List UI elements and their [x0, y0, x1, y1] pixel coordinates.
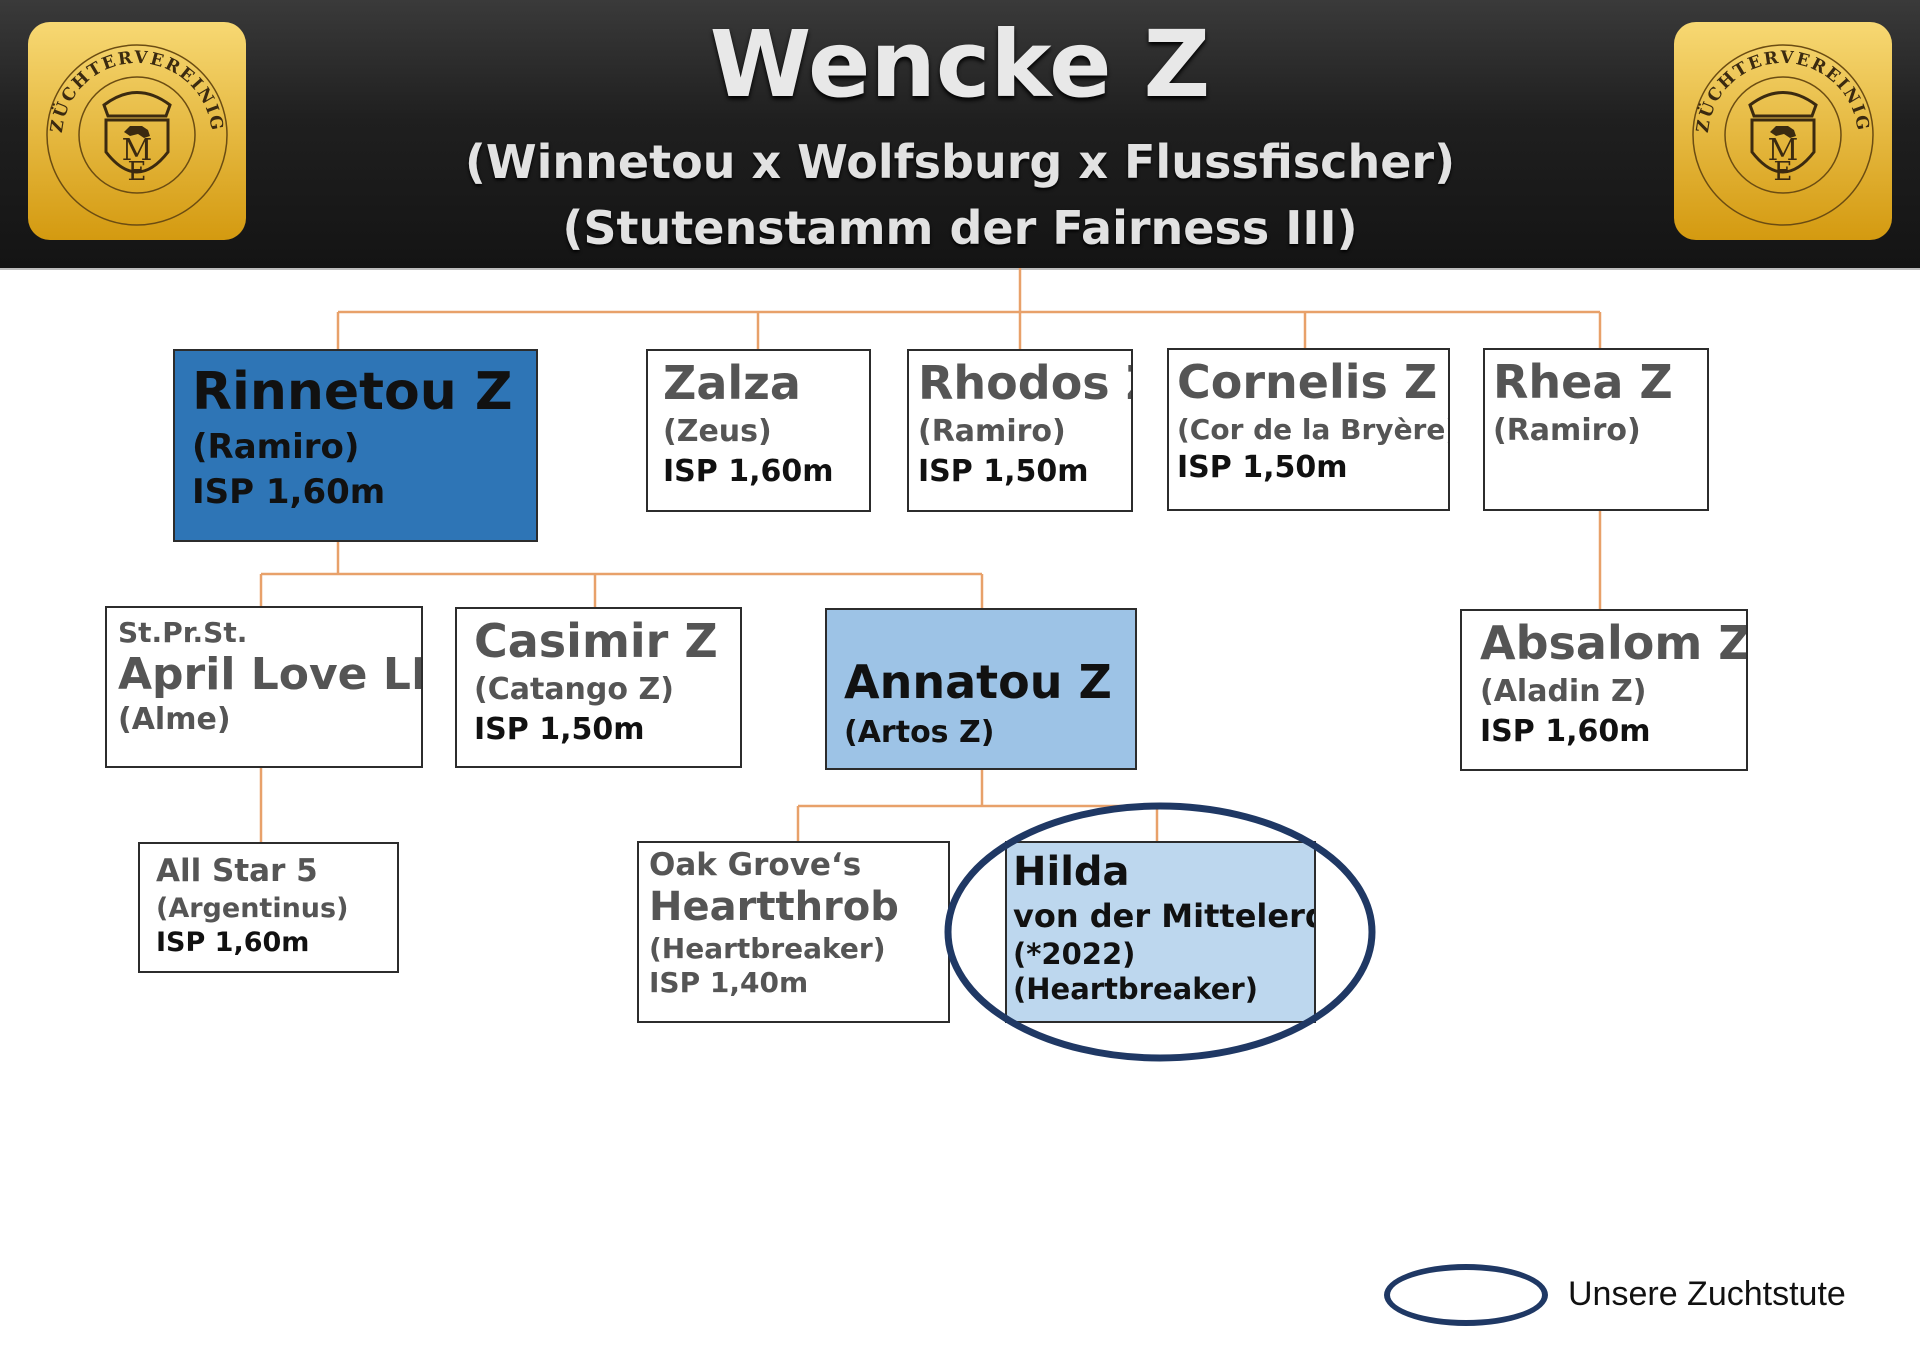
node-isp: ISP 1,60m	[156, 927, 310, 959]
node-sire: (Cor de la Bryère)	[1177, 412, 1450, 446]
node-sire: (Heartbreaker)	[649, 932, 886, 966]
node-sire: (Ramiro)	[192, 426, 360, 467]
svg-text:M: M	[122, 133, 153, 168]
node-sire: (Catango Z)	[474, 671, 674, 707]
svg-text:M: M	[1768, 133, 1799, 168]
pedigree-node-oak-grove-heartthrob: Oak Grove‘s Heartthrob (Heartbreaker) IS…	[637, 841, 950, 1023]
node-name: Rinnetou Z	[192, 362, 513, 422]
node-name: Hilda	[1013, 849, 1130, 895]
pedigree-node-rhodos: Rhodos Z (Ramiro) ISP 1,50m	[907, 349, 1133, 512]
breeders-association-logo: ZÜCHTERVEREINIGUNG MITTELERDE E M	[1672, 20, 1892, 240]
node-isp: ISP 1,50m	[1177, 450, 1348, 486]
pedigree-node-rinnetou: Rinnetou Z (Ramiro) ISP 1,60m	[173, 349, 538, 542]
node-name: Rhodos Z	[918, 356, 1131, 410]
node-isp: ISP 1,40m	[649, 965, 809, 999]
node-isp: ISP 1,50m	[918, 453, 1089, 489]
node-sire: (Ramiro)	[1493, 412, 1641, 448]
page-subtitle-pedigree: (Winnetou x Wolfsburg x Flussfischer)	[464, 135, 1456, 189]
pedigree-node-rhea: Rhea Z (Ramiro)	[1483, 348, 1709, 511]
pedigree-node-annatou: Annatou Z (Artos Z)	[825, 608, 1137, 770]
node-isp: ISP 1,60m	[663, 453, 834, 489]
node-name: All Star 5	[156, 853, 318, 889]
node-name: April Love LH	[118, 648, 423, 700]
node-name: Zalza	[663, 356, 801, 410]
node-sire: (Artos Z)	[844, 714, 995, 750]
node-isp: ISP 1,50m	[474, 711, 645, 747]
pedigree-node-absalom: Absalom Z (Aladin Z) ISP 1,60m	[1460, 609, 1748, 771]
legend-label: Unsere Zuchtstute	[1568, 1275, 1846, 1313]
node-sire: (Argentinus)	[156, 892, 349, 924]
node-sire: (Aladin Z)	[1480, 673, 1647, 709]
pedigree-node-casimir: Casimir Z (Catango Z) ISP 1,50m	[455, 607, 742, 768]
svg-text:E: E	[128, 157, 147, 187]
node-sire: (Zeus)	[663, 413, 772, 449]
pedigree-node-cornelis: Cornelis Z (Cor de la Bryère) ISP 1,50m	[1167, 348, 1450, 511]
node-title-prefix: St.Pr.St.	[118, 616, 248, 649]
svg-text:E: E	[1774, 157, 1793, 187]
page-subtitle-dam-line: (Stutenstamm der Fairness III)	[562, 201, 1358, 255]
node-isp: ISP 1,60m	[192, 471, 386, 512]
page-title: Wencke Z	[709, 11, 1211, 118]
node-name-line2: von der Mittelerde	[1013, 897, 1316, 935]
pedigree-node-all-star: All Star 5 (Argentinus) ISP 1,60m	[138, 842, 399, 973]
node-sire: (Heartbreaker)	[1013, 972, 1258, 1007]
node-title-prefix: Oak Grove‘s	[649, 847, 862, 883]
node-sire: (Alme)	[118, 702, 231, 738]
node-name: Cornelis Z	[1177, 355, 1438, 409]
node-birth-year: (*2022)	[1013, 937, 1136, 972]
node-name: Casimir Z	[474, 614, 718, 668]
node-name: Heartthrob	[649, 884, 899, 931]
node-sire: (Ramiro)	[918, 413, 1066, 449]
pedigree-node-zalza: Zalza (Zeus) ISP 1,60m	[646, 349, 871, 512]
pedigree-node-hilda: Hilda von der Mittelerde (*2022) (Heartb…	[1005, 841, 1316, 1023]
node-name: Annatou Z	[844, 655, 1112, 709]
node-isp: ISP 1,60m	[1480, 713, 1651, 749]
header-banner: ZÜCHTERVEREINIGUNG MITTELERDE E M Wencke…	[0, 0, 1920, 270]
node-name: Rhea Z	[1493, 355, 1673, 409]
pedigree-node-april-love: St.Pr.St. April Love LH (Alme)	[105, 606, 423, 768]
breeders-association-logo: ZÜCHTERVEREINIGUNG MITTELERDE E M	[26, 20, 246, 240]
node-name: Absalom Z	[1480, 616, 1748, 670]
legend-oval-icon	[1384, 1264, 1548, 1326]
